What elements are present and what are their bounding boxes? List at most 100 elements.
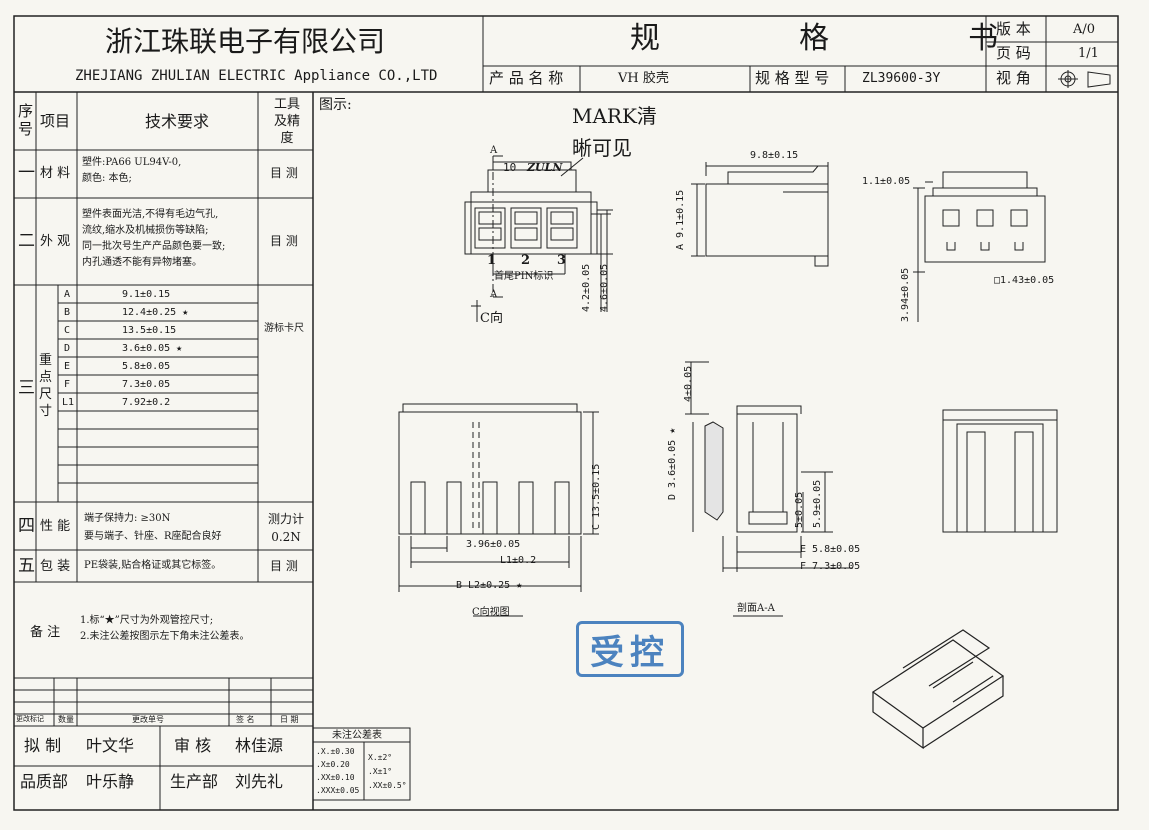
pin-3-label: 3: [557, 253, 567, 268]
dim-f73: F 7.3±0.05: [800, 561, 861, 572]
dim-value-l1: 7.92±0.2: [122, 397, 171, 408]
row2-req-line3: 同一批次号生产产品颜色要一致;: [82, 241, 226, 252]
dim-value-d: 3.6±0.05 ★: [122, 343, 183, 354]
pin-marking-note: 首尾PIN标识: [494, 271, 554, 282]
pin-2-label: 2: [521, 253, 531, 268]
dim-value-a: 9.1±0.15: [122, 289, 171, 300]
section-a-a: [685, 361, 853, 617]
row2-item: 外 观: [40, 234, 71, 249]
version-label: 版 本: [996, 20, 1031, 38]
section-marker-top: A: [490, 145, 498, 156]
section-marker-bottom: A: [490, 289, 498, 300]
product-name-label: 产 品 名 称: [489, 69, 564, 87]
dim-value-f: 7.3±0.05: [122, 379, 171, 390]
dim-value-b: 12.4±0.25 ★: [122, 307, 189, 318]
dim-h5: 5±0.05: [794, 491, 805, 528]
qa-name: 叶乐静: [86, 772, 135, 791]
mark-note-line1: MARK清: [572, 104, 657, 128]
notes-line2: 2.未注公差按图示左下角未注公差表。: [80, 631, 250, 642]
drafter-label: 拟 制: [24, 736, 62, 755]
controlled-stamp: 受控: [576, 621, 684, 677]
row3-item: 重点尺寸: [39, 353, 53, 419]
mark-note-line2: 晰可见: [572, 136, 632, 160]
tol-left-1: .X.±0.30: [316, 747, 355, 756]
tol-right-3: .XX±0.5°: [368, 781, 407, 790]
dim-c135: C 13.5±0.15: [591, 463, 602, 530]
notes-label: 备 注: [30, 625, 61, 640]
dim-w11: 1.1±0.05: [862, 176, 911, 187]
view-c-marker: C向: [480, 311, 503, 326]
dim-key-c: C: [64, 325, 71, 336]
row3-num: 三: [18, 378, 35, 398]
dim-key-l1: L1: [62, 397, 75, 408]
production-name: 刘先礼: [235, 772, 284, 791]
dim-side-a: A 9.1±0.15: [675, 189, 686, 250]
c-view-title: C向视图: [472, 607, 510, 618]
dim-top-width: 9.8±0.15: [750, 150, 799, 161]
dim-value-e: 5.8±0.05: [122, 361, 171, 372]
row1-item: 材 料: [40, 166, 71, 181]
pin-1-label: 1: [487, 253, 497, 268]
production-label: 生产部: [170, 772, 219, 791]
dim-h46: 4.6±0.05: [599, 263, 610, 312]
mark-logo: ZULN: [527, 161, 563, 174]
technical-drawing: [398, 155, 1058, 750]
col-item-header: 项目: [40, 112, 71, 130]
change-date-header: 日 期: [280, 715, 299, 724]
model-label: 规 格 型 号: [755, 69, 830, 87]
rear-view: [913, 171, 1046, 322]
tol-right-1: X.±2°: [368, 753, 393, 762]
c-direction-view: [398, 403, 599, 617]
row1-req-line1: 塑件:PA66 UL94V-0,: [82, 157, 182, 168]
row2-tool: 目 测: [270, 234, 298, 248]
row2-num: 二: [18, 231, 35, 251]
dim-b-overall: B L2±0.25 ★: [456, 580, 523, 591]
dim-l1: L1±0.2: [500, 555, 537, 566]
qa-label: 品质部: [20, 772, 69, 791]
dim-key-f: F: [64, 379, 71, 390]
tol-left-3: .XX±0.10: [316, 773, 355, 782]
reviewer-name: 林佳源: [235, 736, 284, 755]
dim-key-d: D: [64, 343, 71, 354]
col-seq-header: 序号: [18, 102, 34, 138]
row3-tool: 游标卡尺: [264, 323, 304, 334]
page-value: 1/1: [1078, 46, 1099, 61]
dim-square-143: □1.43±0.05: [994, 275, 1055, 286]
tol-right-2: .X±1°: [368, 767, 393, 776]
document-title: 规 格 书: [630, 21, 1039, 56]
row5-req: PE袋装,贴合格证或其它标签。: [84, 560, 222, 571]
dim-h394: 3.94±0.05: [900, 267, 911, 322]
change-qty-header: 数量: [58, 715, 74, 724]
tolerance-title: 未注公差表: [332, 730, 382, 741]
company-name-cn: 浙江珠联电子有限公司: [105, 25, 386, 58]
dim-key-a: A: [64, 289, 71, 300]
row1-num: 一: [18, 163, 35, 183]
dim-h59: 5.9±0.05: [812, 479, 823, 528]
row2-req-line4: 内孔通透不能有异物堵塞。: [82, 257, 202, 268]
row2-req-line2: 流纹,缩水及机械损伤等缺陷;: [82, 225, 209, 236]
row5-item: 包 装: [40, 559, 71, 574]
notes-line1: 1.标“★”尺寸为外观管控尺寸;: [80, 615, 214, 626]
col-tool-header: 工具及精度: [273, 97, 300, 146]
row1-tool: 目 测: [270, 166, 298, 180]
row4-req-line1: 端子保持力: ≥30N: [84, 513, 171, 524]
dim-h4: 4±0.05: [683, 365, 694, 402]
tol-left-2: .X±0.20: [316, 760, 350, 769]
change-sign-header: 签 名: [236, 715, 255, 724]
front-view: [464, 155, 613, 322]
isometric-view: [871, 629, 1005, 750]
dim-d36: D 3.6±0.05 ★: [667, 427, 678, 500]
company-name-en: ZHEJIANG ZHULIAN ELECTRIC Appliance CO.,…: [75, 68, 438, 84]
end-view: [942, 409, 1058, 533]
row1-req-line2: 颜色: 本色;: [82, 173, 132, 184]
page-label: 页 码: [996, 44, 1031, 62]
dim-key-b: B: [64, 307, 71, 318]
row5-tool: 目 测: [270, 559, 298, 573]
change-no-header: 更改单号: [132, 715, 164, 724]
side-view: [691, 162, 829, 267]
row4-tool: 测力计 0.2N: [267, 512, 304, 544]
dim-key-e: E: [64, 361, 71, 372]
change-mark-header: 更改标记: [16, 715, 44, 723]
